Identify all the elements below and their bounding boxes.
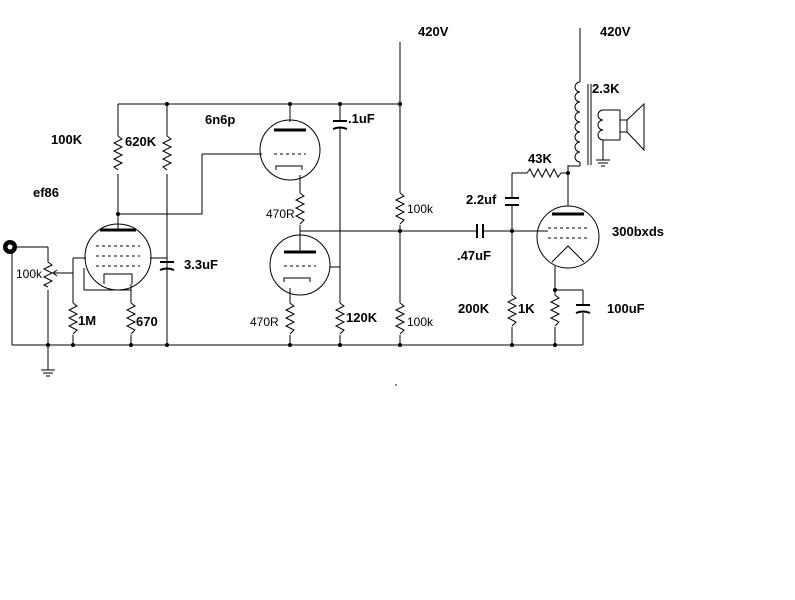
capacitor-0-1uF [332, 120, 348, 130]
label-670: 670 [136, 314, 158, 329]
label-100k-lower: 100k [407, 315, 434, 329]
capacitors [159, 120, 591, 314]
label-420v-left: 420V [418, 24, 449, 39]
resistor-470R-bottom [284, 302, 296, 335]
resistor-100k-upper [394, 192, 406, 225]
ground-symbol-left [41, 369, 55, 377]
resistor-470R-top [294, 192, 306, 225]
input-jack-icon [3, 240, 17, 254]
labels: 420V 420V ef86 100K 620K 6n6p .1uF 470R … [16, 24, 664, 329]
capacitor-2-2uf [505, 197, 519, 206]
label-6n6p: 6n6p [205, 112, 235, 127]
capacitor-3-3uF [159, 258, 175, 271]
label-1K: 1K [518, 301, 535, 316]
label-0-1uF: .1uF [348, 111, 375, 126]
label-420v-right: 420V [600, 24, 631, 39]
wires [11, 28, 621, 370]
resistor-200K [506, 294, 518, 327]
resistors [42, 135, 562, 335]
resistor-100K [112, 135, 124, 171]
pot-wiper-arrow [52, 269, 62, 277]
label-100k-pot: 100k [16, 267, 43, 281]
capacitor-0-47uF [476, 224, 484, 238]
tube-6n6p-lower [269, 234, 331, 296]
resistor-1M [67, 302, 79, 335]
label-2-2uf: 2.2uf [466, 192, 497, 207]
label-2-3K: 2.3K [592, 81, 620, 96]
label-100k-upper: 100k [407, 202, 434, 216]
speaker-icon [619, 102, 645, 152]
resistor-620K [161, 135, 173, 171]
label-43K: 43K [528, 151, 552, 166]
label-1M: 1M [78, 313, 96, 328]
resistor-1K [549, 294, 561, 327]
output-transformer [568, 81, 604, 167]
label-3-3uF: 3.3uF [184, 257, 218, 272]
label-120K: 120K [346, 310, 378, 325]
tube-6n6p-upper [259, 119, 321, 181]
label-100uF: 100uF [607, 301, 645, 316]
label-0-47uF: .47uF [457, 248, 491, 263]
resistor-43K [526, 167, 562, 179]
stray-dot [395, 384, 397, 386]
resistor-100k-lower [394, 302, 406, 335]
label-100K: 100K [51, 132, 83, 147]
label-470R-bottom: 470R [250, 315, 279, 329]
resistor-120K [334, 302, 346, 335]
tube-ef86 [84, 223, 152, 291]
capacitor-100uF [575, 304, 591, 314]
label-200K: 200K [458, 301, 490, 316]
resistor-670 [125, 302, 137, 335]
potentiometer-100k [42, 261, 54, 288]
label-470R-top: 470R [266, 207, 295, 221]
ground-symbol-speaker [596, 159, 610, 167]
tube-300bxds [536, 205, 600, 269]
label-620K: 620K [125, 134, 157, 149]
label-ef86: ef86 [33, 185, 59, 200]
label-300bxds: 300bxds [612, 224, 664, 239]
